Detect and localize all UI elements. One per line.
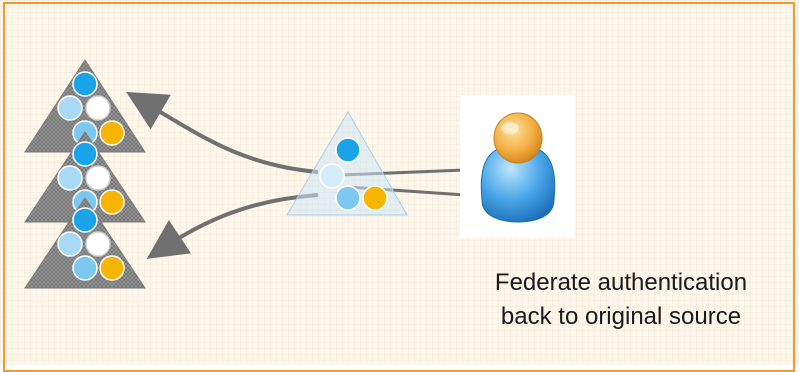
caption-line-2: back to original source xyxy=(500,303,742,330)
caption-line-1: Federate authentication xyxy=(494,269,748,296)
user-person-icon xyxy=(480,112,556,223)
directory-tree-icon xyxy=(24,197,146,289)
arrow-icon xyxy=(146,193,319,259)
arrow-icon xyxy=(126,91,319,174)
tree-stack xyxy=(24,59,146,289)
caption: Federate authentication back to original… xyxy=(440,266,799,334)
user-card xyxy=(460,95,575,238)
directory-tree-icon xyxy=(286,111,408,216)
